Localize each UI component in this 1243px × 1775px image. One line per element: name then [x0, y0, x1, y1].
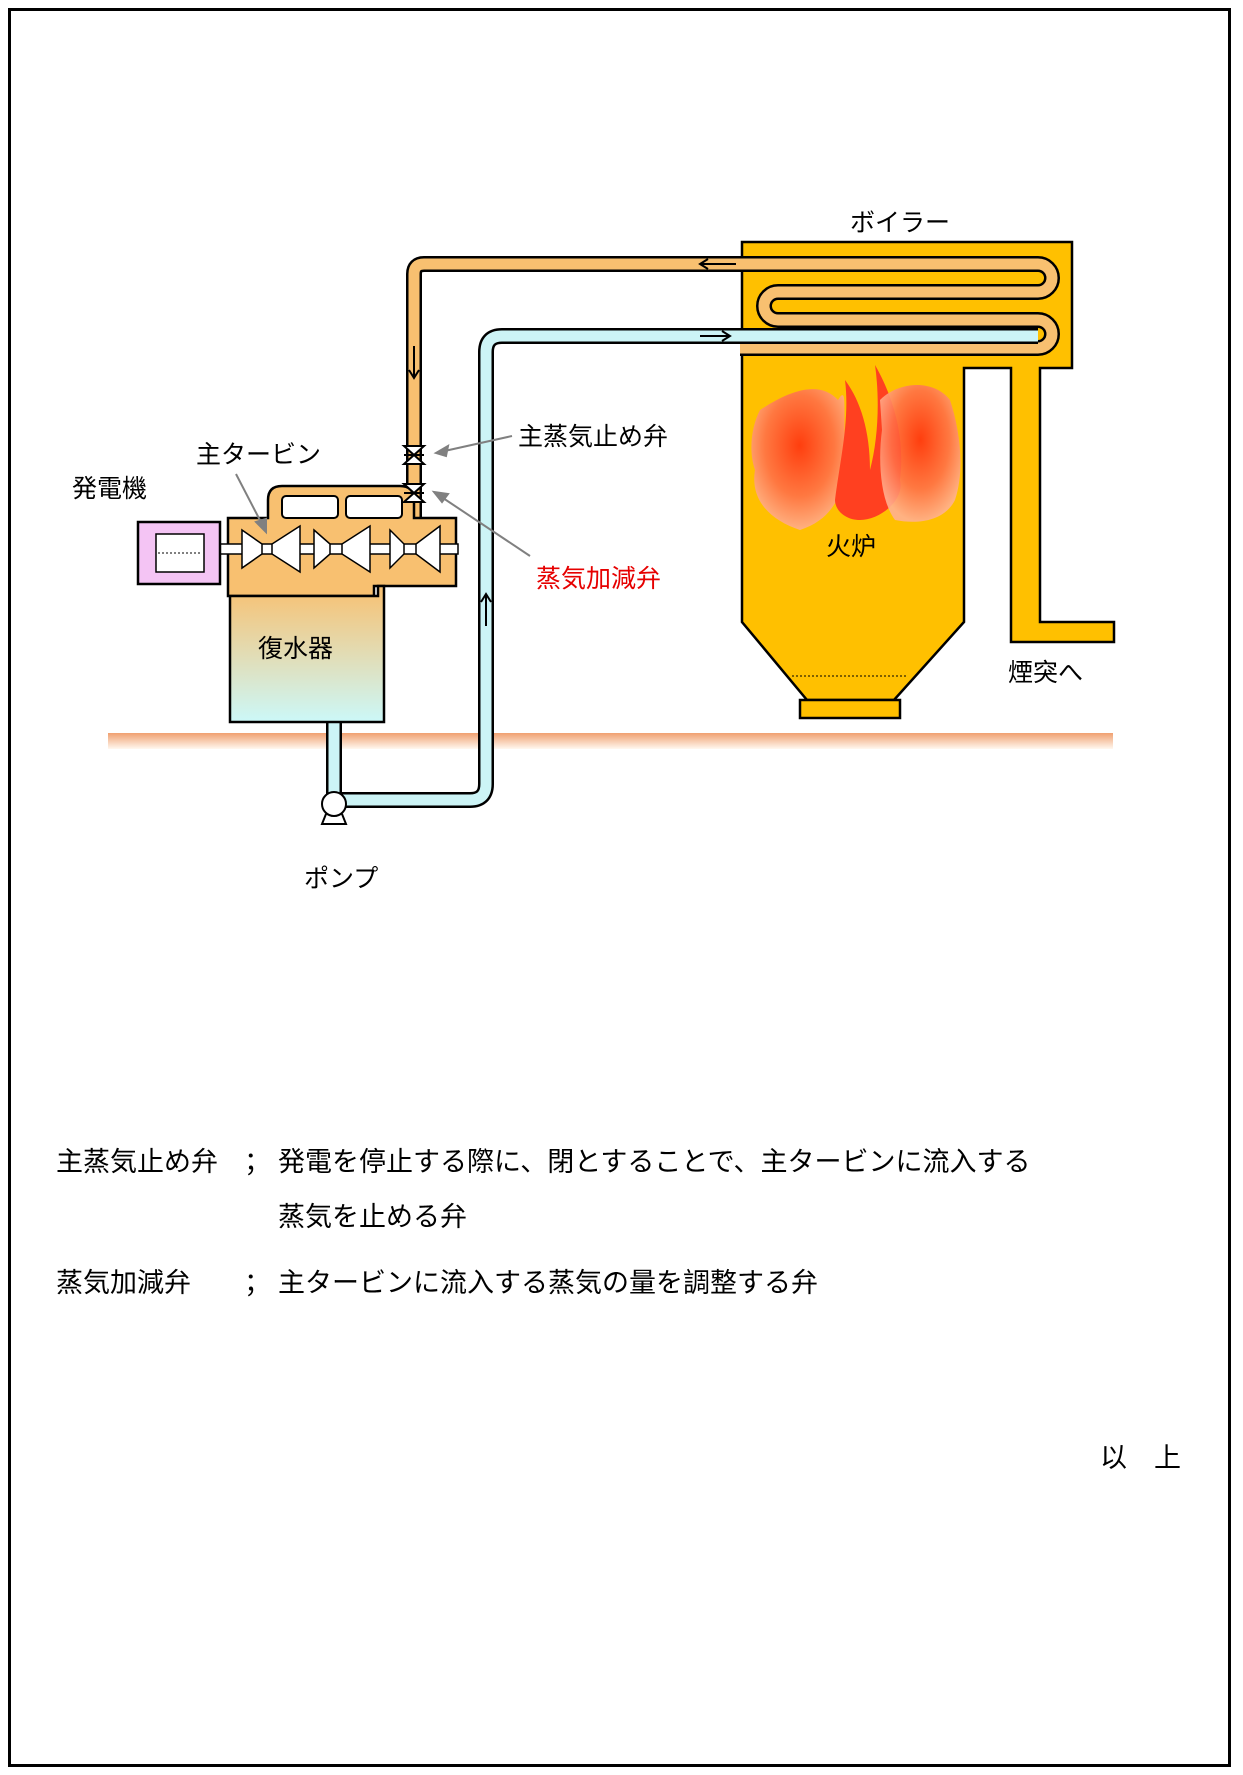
arrow-water-right	[700, 330, 732, 342]
leader-main-turbine	[235, 473, 265, 529]
control-valve-icon	[401, 483, 427, 503]
arrow-water-up	[480, 592, 492, 626]
steam-pipe-to-turbine	[406, 256, 740, 520]
turbine-blades	[241, 524, 441, 574]
control-valve-label: 蒸気加減弁	[536, 564, 662, 593]
to-chimney-label: 煙突へ	[1008, 658, 1084, 687]
note-2-line-1: 主タービンに流入する蒸気の量を調整する弁	[278, 1268, 818, 1299]
note-1-term: 主蒸気止め弁	[56, 1147, 218, 1178]
note-1-line-2: 蒸気を止める弁	[278, 1202, 467, 1233]
flame-right	[880, 385, 961, 522]
note-1-line-1: 発電を停止する際に、閉とすることで、主タービンに流入する	[278, 1147, 1031, 1178]
leader-control-valve-head	[431, 490, 450, 504]
flow-arrows	[408, 258, 736, 626]
furnace-label: 火炉	[826, 532, 877, 561]
steam-pipe-fill	[408, 258, 740, 520]
main-stop-valve-label: 主蒸気止め弁	[518, 422, 669, 451]
boiler-ash-hopper	[798, 698, 902, 720]
flame-left	[751, 389, 848, 530]
furnace-flames-group	[751, 365, 961, 530]
leader-main-stop-valve-head	[433, 444, 450, 458]
feedwater-pipe-fill	[340, 330, 1038, 806]
note-2-term: 蒸気加減弁	[56, 1268, 191, 1299]
blade-set-1	[241, 524, 301, 574]
arrow-steam-down	[408, 346, 420, 380]
ground-line	[108, 733, 1113, 749]
leader-main-turbine-head	[254, 517, 267, 535]
superheater-coil-fill	[740, 258, 1058, 354]
pump-icon	[321, 791, 347, 817]
boiler-label: ボイラー	[850, 208, 951, 237]
closing-text: 以 上	[1100, 1443, 1181, 1474]
pump-base	[320, 813, 348, 825]
blade-set-2	[313, 524, 371, 574]
condenser-label: 復水器	[258, 634, 334, 663]
turbine-window-2	[345, 495, 403, 519]
generator-label: 発電機	[72, 474, 148, 503]
turbine-window-1	[281, 495, 339, 519]
leader-main-stop-valve	[439, 435, 513, 453]
arrow-steam-left	[698, 258, 736, 270]
pump-label: ポンプ	[304, 864, 379, 893]
blade-set-3	[389, 524, 441, 574]
note-2-separator: ；	[244, 1268, 271, 1299]
leader-control-valve	[439, 495, 531, 557]
condenser-body	[228, 584, 386, 724]
note-1-separator: ；	[244, 1147, 271, 1178]
main-stop-valve-icon	[401, 445, 427, 465]
main-turbine-label: 主タービン	[196, 440, 322, 469]
leader-lines	[235, 435, 531, 557]
generator-body	[136, 520, 222, 586]
